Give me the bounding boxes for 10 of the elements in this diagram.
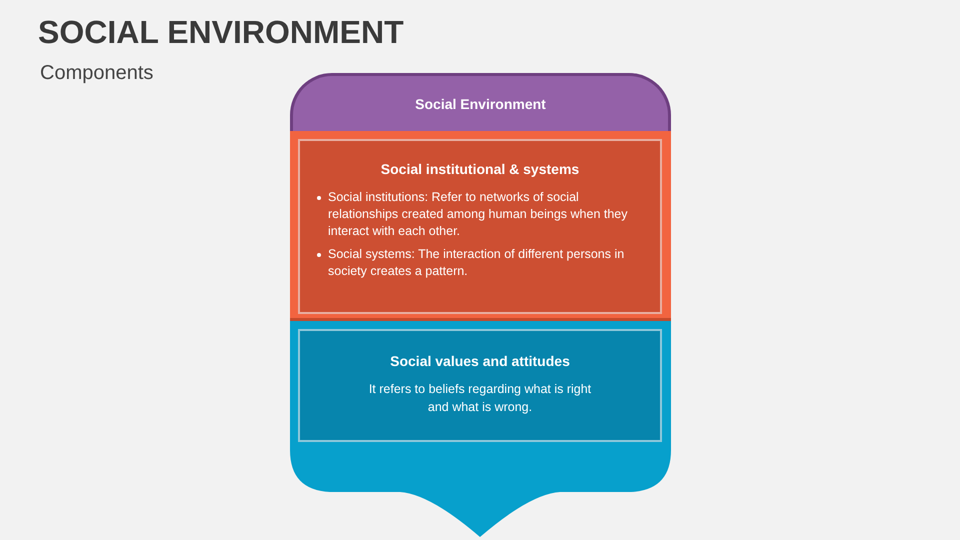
bullet-text: Social systems: The interaction of different persons in society creates a pattern. xyxy=(328,246,626,280)
slide-title: SOCIAL ENVIRONMENT xyxy=(38,14,404,51)
slide-subtitle: Components xyxy=(40,62,154,85)
box-heading: Social values and attitudes xyxy=(389,353,571,369)
body-text: It refers to beliefs regarding what is right and what is wrong. xyxy=(368,381,592,416)
bullet-text: Social institutions: Refer to networks of social relationships created among human beings when they interact with each other. xyxy=(328,189,628,240)
content-box xyxy=(298,139,662,314)
header-band: Social Environment xyxy=(290,73,671,131)
content-box xyxy=(298,329,662,442)
box-heading: Social institutional & systems xyxy=(380,161,580,177)
